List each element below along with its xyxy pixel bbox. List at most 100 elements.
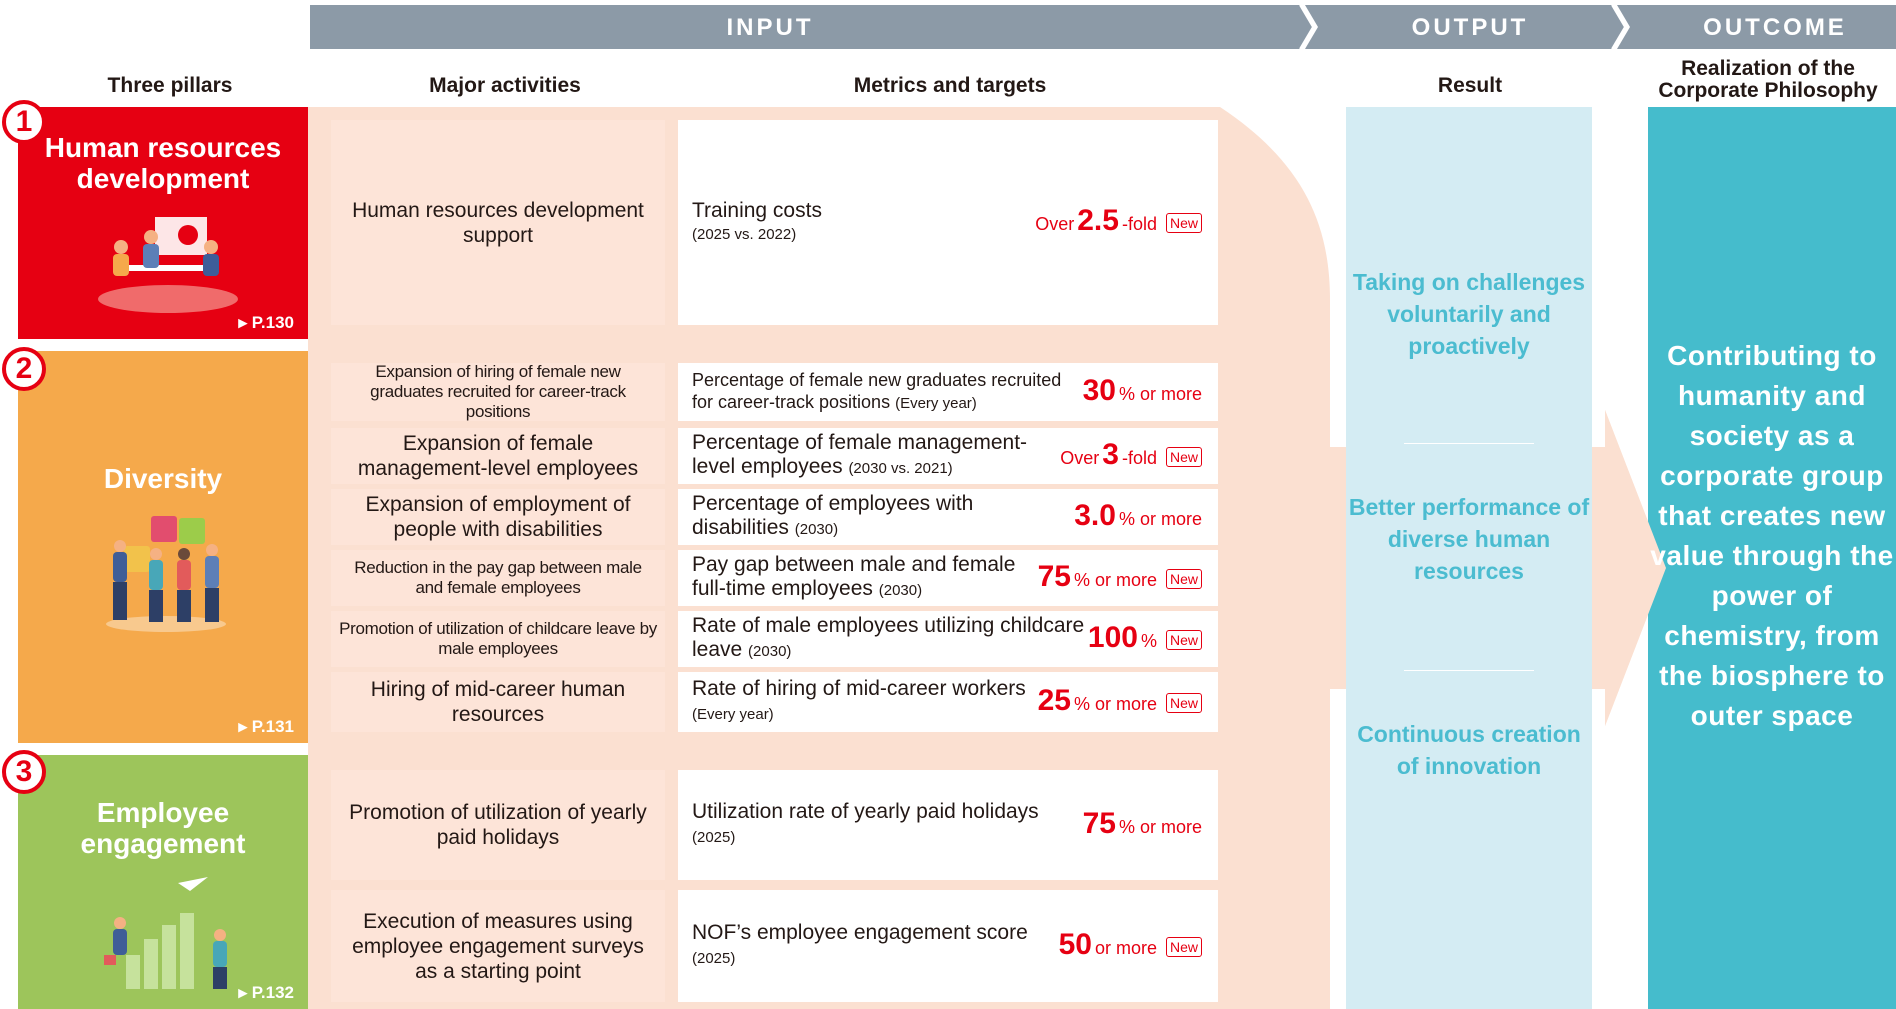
target-suffix: -fold	[1121, 447, 1157, 468]
metric-period: (2025 vs. 2022)	[692, 225, 797, 243]
new-badge: New	[1165, 446, 1202, 467]
pillar-title-line2: development	[76, 163, 250, 194]
page-reference[interactable]: ▸ P.132	[238, 983, 295, 1002]
metric-label: Pay gap between male and female full-tim…	[692, 553, 1016, 600]
activity-cell: Promotion of utilization of childcare le…	[331, 611, 665, 667]
metric-target: 75% or more	[1082, 806, 1202, 840]
activity-cell: Hiring of mid-career human resources	[331, 672, 665, 732]
result-column	[1346, 107, 1592, 1009]
metric-label: Percentage of employees with disabilitie…	[692, 492, 974, 539]
metric-row: Percentage of employees with disabilitie…	[678, 489, 1218, 545]
pillar-number-badge: 1	[2, 100, 46, 144]
growth-chart-illustration-icon	[104, 877, 227, 989]
pillar-title: Employee engagement	[18, 797, 308, 859]
new-badge: New	[1165, 692, 1202, 713]
flow-band	[310, 4, 1896, 50]
metric-text: Percentage of female management-level em…	[692, 431, 1060, 481]
outcome-column	[1648, 107, 1896, 1009]
header-outcome-line1: Realization of the	[1681, 57, 1855, 80]
target-prefix: Over	[1035, 214, 1075, 234]
target-suffix: % or more	[1073, 569, 1157, 590]
result-item: Taking on challenges voluntarily and pro…	[1352, 269, 1586, 359]
pillar-human-resources: Human resources development ▸ P.130	[18, 107, 308, 339]
header-metrics: Metrics and targets	[853, 74, 1047, 97]
outcome-label: OUTCOME	[1703, 14, 1847, 41]
metric-target: Over 2.5-fold New	[1035, 204, 1202, 237]
new-badge: New	[1165, 629, 1202, 650]
target-suffix: %	[1140, 630, 1157, 651]
header-result: Result	[1437, 74, 1503, 97]
metric-period: (Every year)	[692, 706, 774, 723]
header-activities: Major activities	[429, 74, 581, 97]
pillar-title: Human resources development	[18, 132, 308, 194]
metric-period: (2025)	[692, 829, 736, 846]
page-reference[interactable]: ▸ P.131	[238, 717, 295, 736]
metric-target: 3.0% or more	[1074, 498, 1202, 532]
pillar-number-badge: 2	[2, 347, 46, 391]
target-value: 2.5	[1077, 204, 1119, 237]
target-value: 75	[1082, 806, 1116, 840]
metric-row: Pay gap between male and female full-tim…	[678, 550, 1218, 606]
target-value: 30	[1082, 373, 1116, 407]
pillar-title: Diversity	[18, 463, 308, 494]
target-value: 3.0	[1074, 498, 1116, 532]
target-suffix: % or more	[1073, 693, 1157, 714]
pillar-employee-engagement: Employee engagement ▸ P.132	[18, 755, 308, 1009]
puzzle-team-illustration-icon	[106, 516, 226, 632]
target-suffix: -fold	[1121, 214, 1157, 234]
metric-label: Percentage of female management-level em…	[692, 431, 1028, 478]
metric-period: (2030)	[794, 521, 839, 538]
new-badge: New	[1165, 936, 1202, 957]
page-reference[interactable]: ▸ P.130	[238, 313, 295, 332]
metric-period: (2025)	[692, 950, 736, 967]
metric-label: Percentage of female new graduates recru…	[692, 370, 1062, 412]
metric-text: Rate of male employees utilizing childca…	[692, 614, 1088, 664]
metric-row: Percentage of female management-level em…	[678, 428, 1218, 484]
activity-cell: Expansion of female management-level emp…	[331, 428, 665, 484]
metric-period: (2030 vs. 2021)	[848, 460, 953, 477]
result-item: Better performance of diverse human reso…	[1348, 494, 1590, 584]
meeting-illustration-icon	[98, 217, 238, 313]
target-suffix: % or more	[1118, 508, 1202, 529]
header-outcome-line2: Corporate Philosophy	[1658, 79, 1878, 102]
new-badge: New	[1165, 213, 1202, 233]
metric-row: Rate of hiring of mid-career workers (Ev…	[678, 672, 1218, 732]
metric-text: Utilization rate of yearly paid holidays…	[692, 800, 1083, 850]
metric-period: (Every year)	[895, 395, 977, 412]
pillar-diversity: Diversity ▸ P.131	[18, 351, 308, 743]
metric-period: (2030)	[878, 582, 923, 599]
metric-text: Rate of hiring of mid-career workers (Ev…	[692, 677, 1038, 727]
target-value: 100	[1087, 620, 1138, 654]
activity-cell: Execution of measures using employee eng…	[331, 890, 665, 1002]
metric-text: Percentage of employees with disabilitie…	[692, 492, 1074, 542]
metric-label: Rate of male employees utilizing childca…	[692, 614, 1085, 661]
metric-row: Utilization rate of yearly paid holidays…	[678, 770, 1218, 880]
metric-row: Rate of male employees utilizing childca…	[678, 611, 1218, 667]
activity-cell: Expansion of hiring of female new gradua…	[331, 362, 665, 421]
metric-label: Training costs	[692, 198, 822, 222]
outcome-statement: Contributing to humanity and society as …	[1650, 340, 1894, 731]
metric-label: Utilization rate of yearly paid holidays	[692, 800, 1039, 823]
target-value: 3	[1102, 437, 1119, 471]
metric-label: NOF’s employee engagement score	[692, 921, 1028, 944]
target-suffix: % or more	[1118, 383, 1202, 404]
metric-target: 100% New	[1087, 620, 1202, 654]
output-label: OUTPUT	[1411, 14, 1529, 41]
metric-text: NOF’s employee engagement score (2025)	[692, 921, 1059, 971]
metric-target: 30% or more	[1082, 373, 1202, 407]
activity-cell: Expansion of employment of people with d…	[331, 489, 665, 545]
pillar-title-line1: Diversity	[103, 463, 223, 494]
new-badge: New	[1165, 568, 1202, 589]
result-divider	[1404, 670, 1534, 671]
metric-text: Pay gap between male and female full-tim…	[692, 553, 1038, 603]
target-suffix: or more	[1094, 937, 1157, 958]
metric-row: NOF’s employee engagement score (2025) 5…	[678, 890, 1218, 1002]
activity-cell: Human resources development support	[331, 120, 665, 325]
metric-row: Percentage of female new graduates recru…	[678, 363, 1218, 421]
result-item: Continuous creation of innovation	[1357, 721, 1581, 779]
pillar-title-line1: Human resources	[44, 132, 282, 163]
header-pillars: Three pillars	[107, 74, 233, 97]
